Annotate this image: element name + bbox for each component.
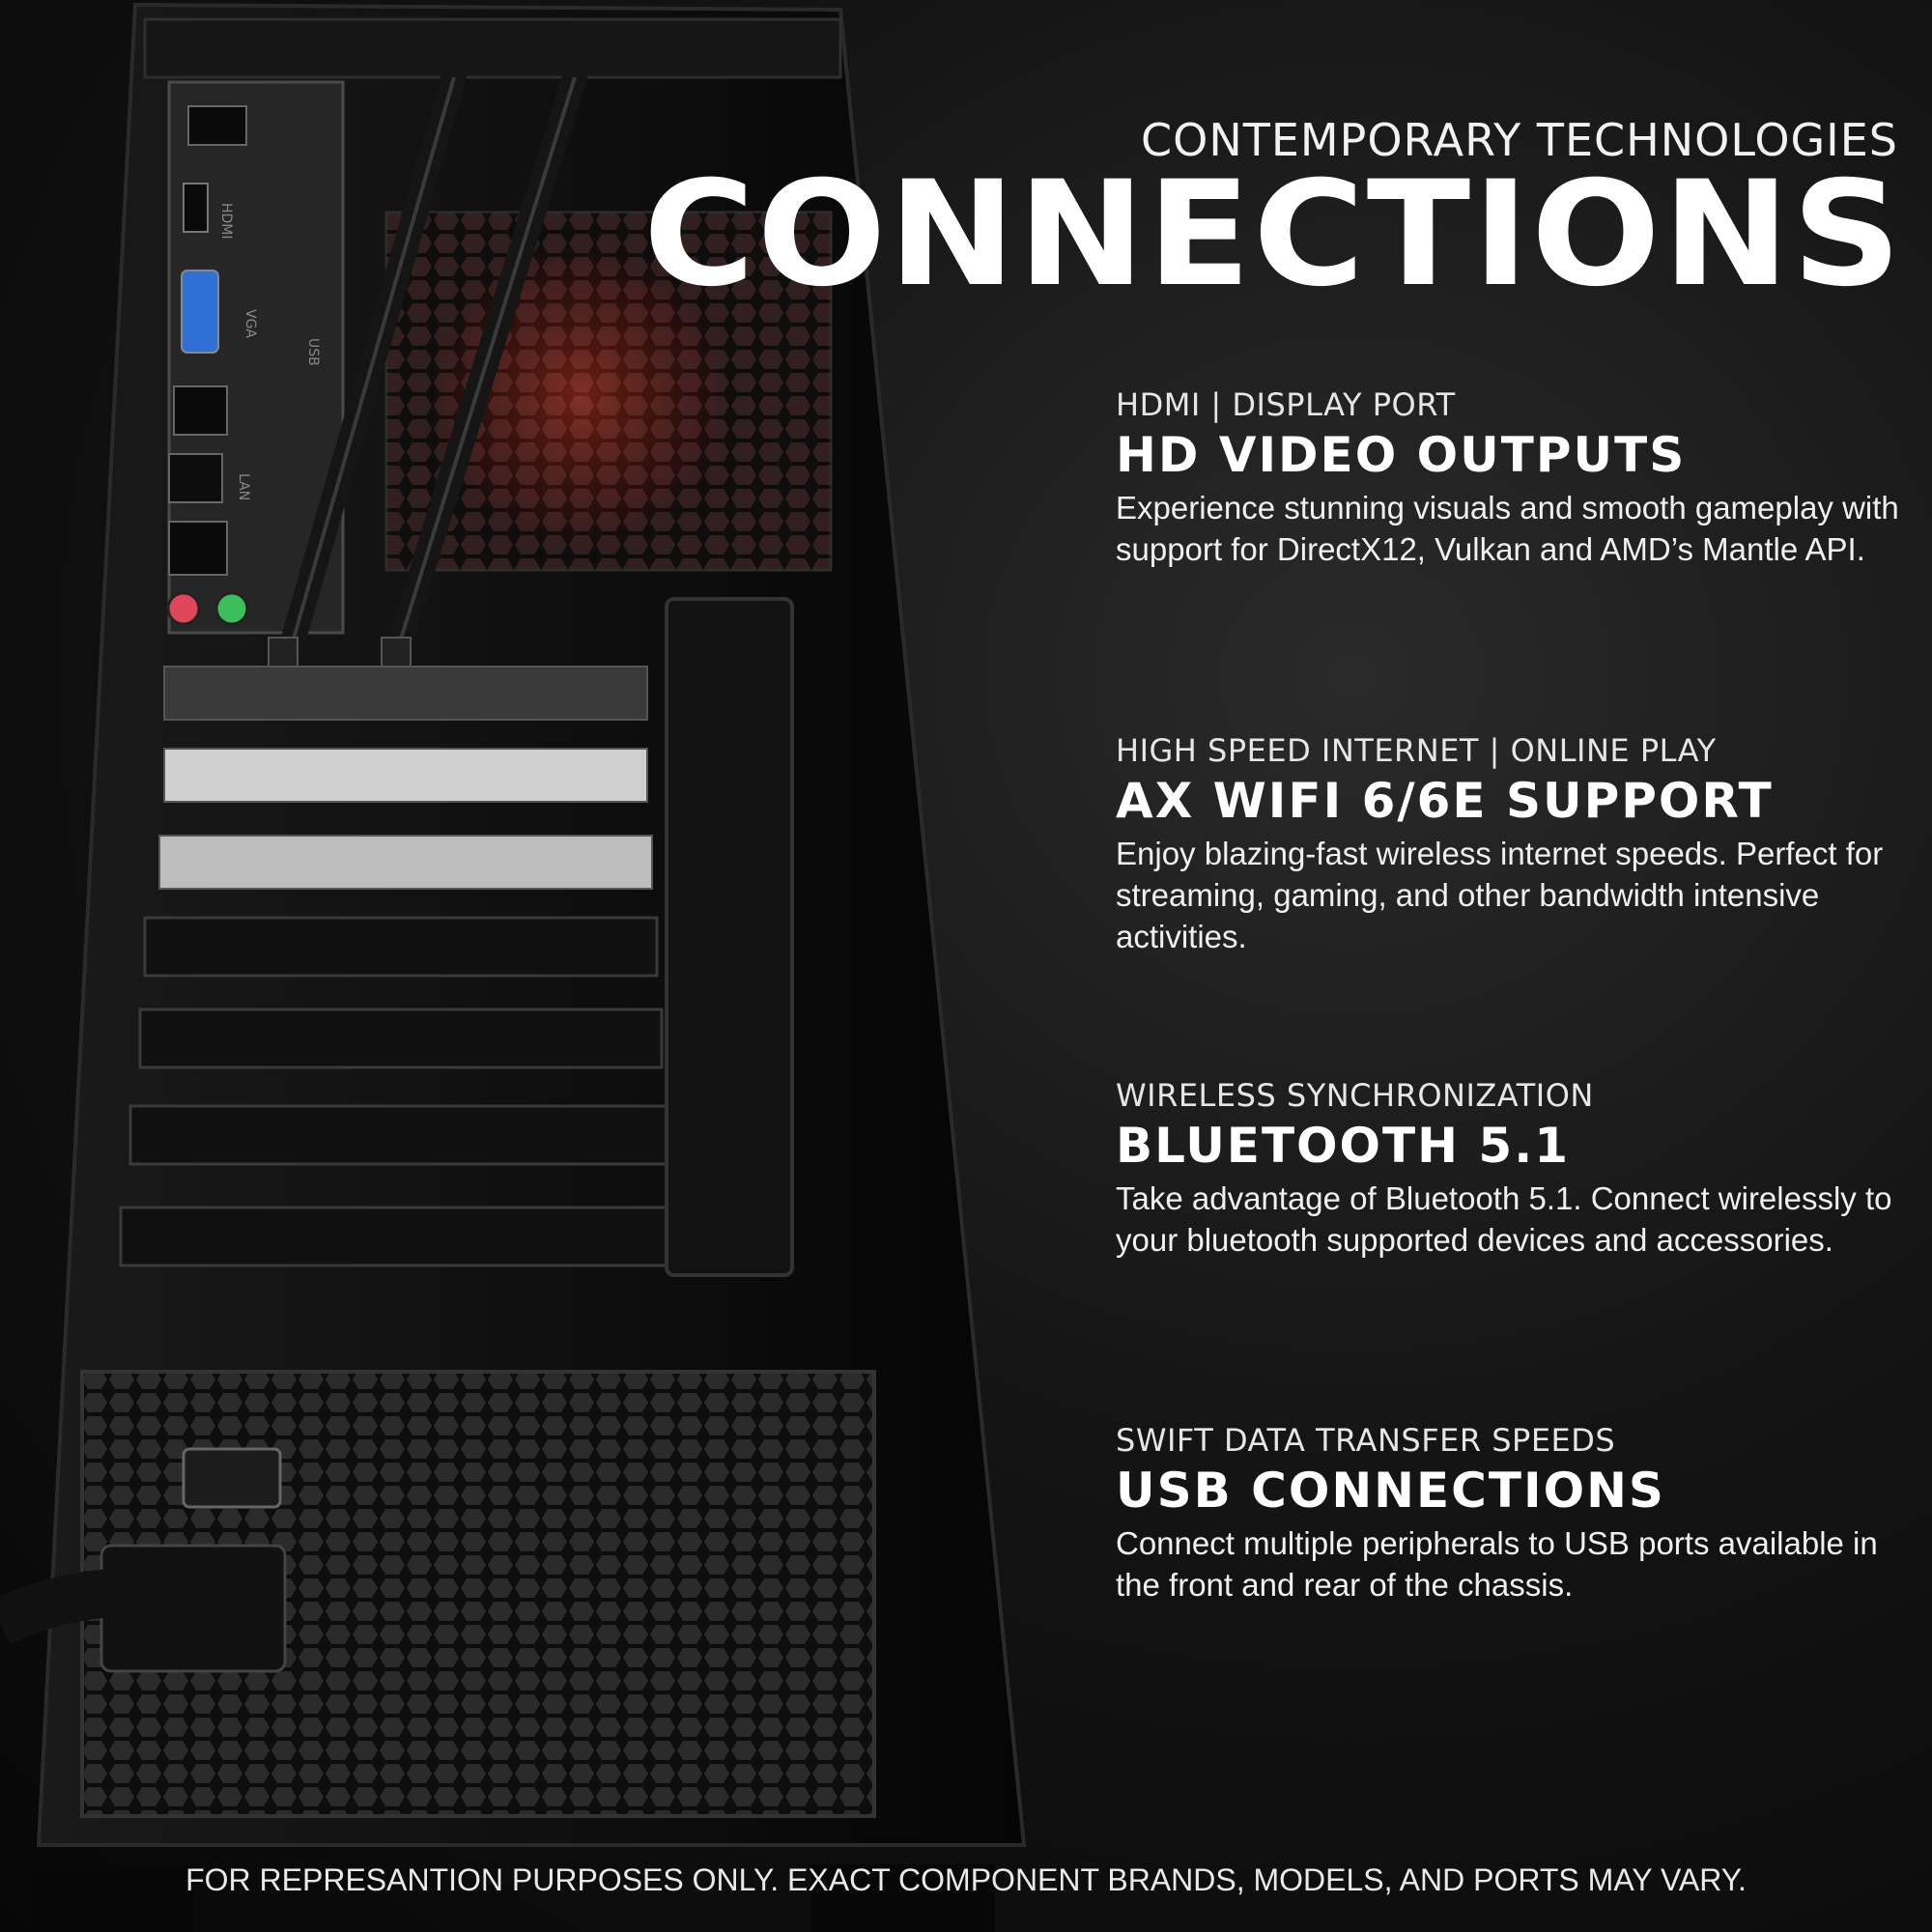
feature-heading: AX WIFI 6/6E SUPPORT	[1116, 773, 1774, 829]
expansion-slots	[119, 597, 794, 1277]
disclaimer-text: FOR REPRESANTION PURPOSES ONLY. EXACT CO…	[185, 1862, 1747, 1897]
feature-heading: HD VIDEO OUTPUTS	[1116, 427, 1687, 483]
power-supply	[0, 1370, 876, 1818]
vga-port-label: VGA	[242, 309, 258, 338]
feature-eyebrow: SWIFT DATA TRANSFER SPEEDS	[1116, 1422, 1616, 1459]
lan-port-label: LAN	[236, 473, 251, 500]
wifi-antennas	[268, 65, 587, 706]
feature-eyebrow: HIGH SPEED INTERNET | ONLINE PLAY	[1116, 732, 1717, 769]
feature-description: Connect multiple peripherals to USB port…	[1116, 1525, 1878, 1603]
feature-heading: USB CONNECTIONS	[1116, 1463, 1665, 1519]
pc-case-rear-illustration: HDMI VGA LAN USB	[0, 2, 1027, 1847]
feature-video-outputs: HDMI | DISPLAY PORT HD VIDEO OUTPUTS Exp…	[1116, 386, 1908, 570]
feature-eyebrow: WIRELESS SYNCHRONIZATION	[1116, 1077, 1594, 1114]
feature-description: Enjoy blazing-fast wireless internet spe…	[1116, 836, 1884, 954]
feature-description: Experience stunning visuals and smooth g…	[1116, 490, 1899, 567]
feature-usb: SWIFT DATA TRANSFER SPEEDS USB CONNECTIO…	[1116, 1422, 1908, 1605]
header-tagline: CONTEMPORARY TECHNOLOGIES	[1141, 114, 1898, 166]
feature-bluetooth: WIRELESS SYNCHRONIZATION BLUETOOTH 5.1 T…	[1116, 1077, 1908, 1261]
feature-heading: BLUETOOTH 5.1	[1116, 1118, 1570, 1174]
feature-wifi: HIGH SPEED INTERNET | ONLINE PLAY AX WIF…	[1116, 732, 1908, 957]
feature-description: Take advantage of Bluetooth 5.1. Connect…	[1116, 1180, 1892, 1258]
hdmi-port-label: HDMI	[218, 203, 234, 240]
usb-port-label: USB	[305, 338, 321, 366]
feature-eyebrow: HDMI | DISPLAY PORT	[1116, 386, 1456, 423]
page-title: CONNECTIONS	[642, 151, 1903, 319]
